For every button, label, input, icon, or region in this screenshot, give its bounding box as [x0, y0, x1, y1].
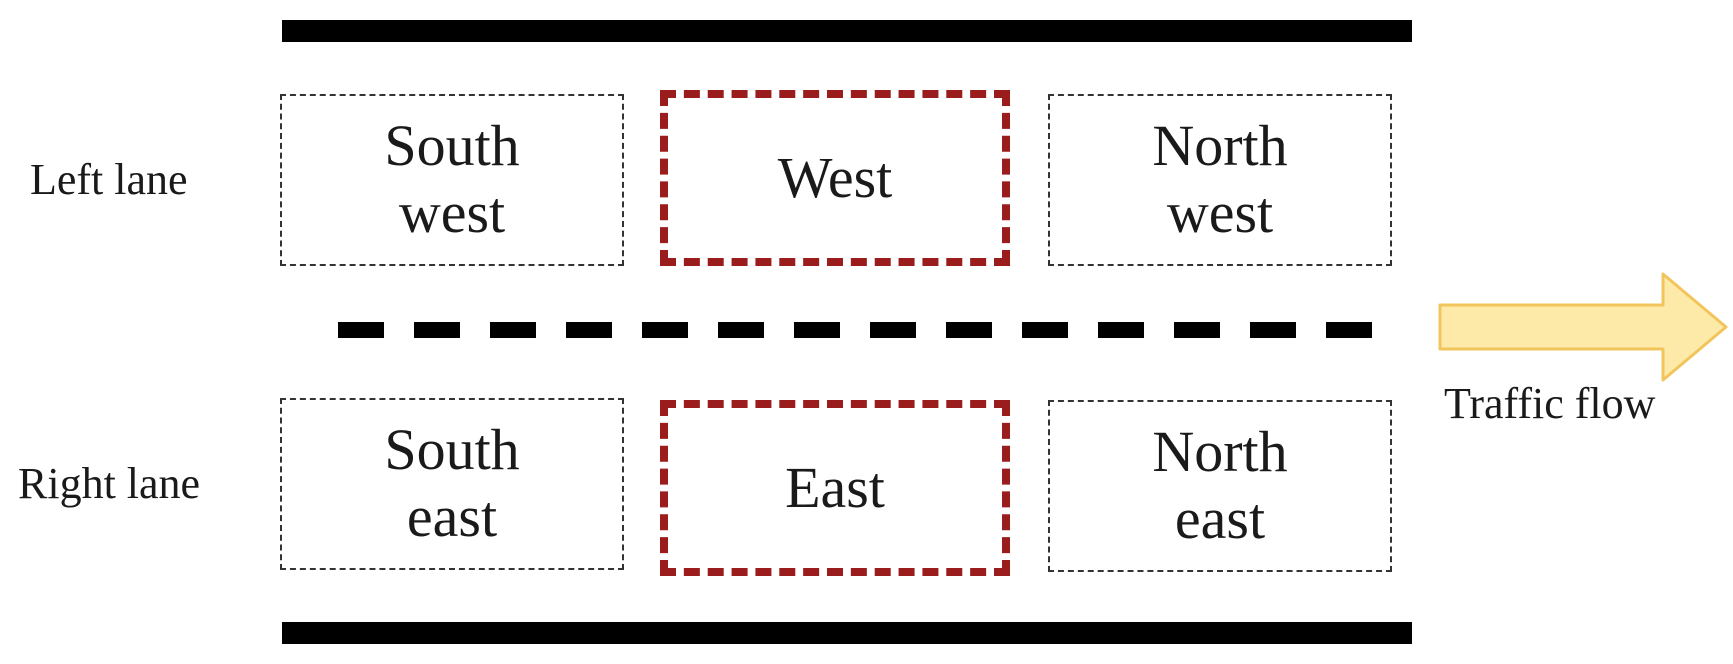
road-edge-bottom [282, 622, 1412, 644]
zone-south-east: South east [280, 398, 624, 570]
zone-north-west: North west [1048, 94, 1392, 266]
traffic-flow-label: Traffic flow [1444, 379, 1656, 428]
zone-east: East [660, 400, 1010, 576]
zone-west: West [660, 90, 1010, 266]
zone-south-west: South west [280, 94, 624, 266]
road-edge-top [282, 20, 1412, 42]
lane-divider [338, 322, 1378, 338]
left-lane-label: Left lane [30, 155, 188, 204]
zone-north-east: North east [1048, 400, 1392, 572]
right-lane-label: Right lane [18, 459, 201, 508]
traffic-flow-arrow-icon [1438, 272, 1728, 382]
